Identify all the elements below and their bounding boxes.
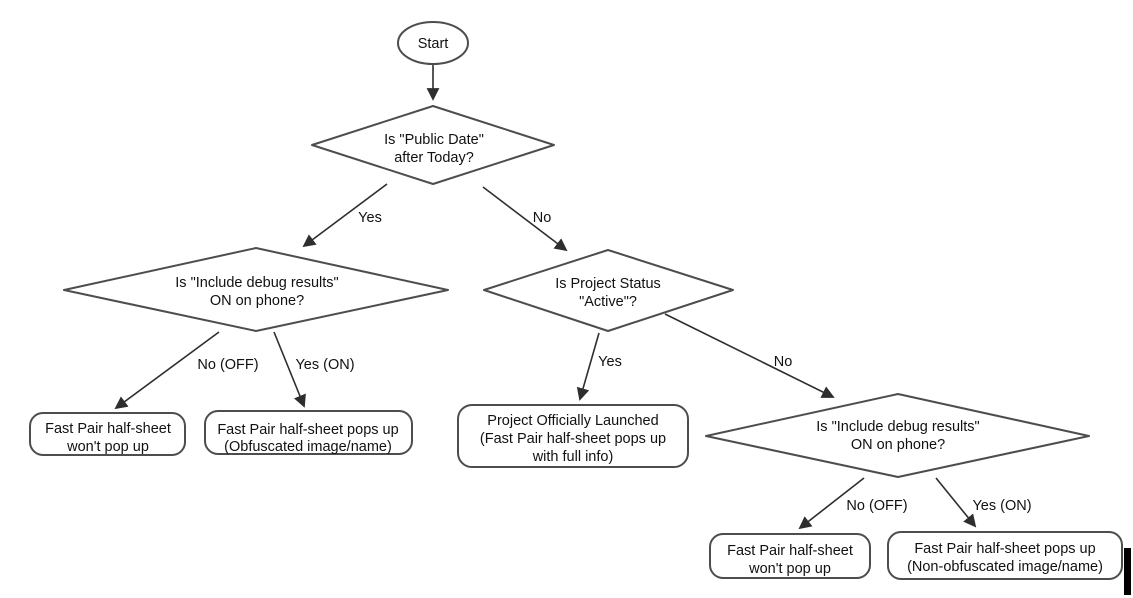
edge-status-no bbox=[664, 313, 835, 398]
node-decision-project-status: Is Project Status "Active"? bbox=[483, 249, 734, 332]
edge-label-yes-on: Yes (ON) bbox=[972, 498, 1031, 514]
decision-label-line2: ON on phone? bbox=[210, 293, 304, 309]
result-box bbox=[887, 531, 1123, 580]
edge-debug-right-no bbox=[798, 477, 865, 530]
decision-label-line2: after Today? bbox=[394, 150, 474, 166]
result-label-line2: (Non-obfuscated image/name) bbox=[907, 559, 1103, 575]
result-label-line2: (Obfuscated image/name) bbox=[224, 439, 392, 455]
edge-label-no: No bbox=[774, 354, 793, 370]
edge-label-no-off: No (OFF) bbox=[197, 357, 258, 373]
node-result-launched: Project Officially Launched (Fast Pair h… bbox=[457, 404, 689, 468]
result-label-line2: won't pop up bbox=[66, 439, 149, 455]
result-label-line1: Fast Pair half-sheet bbox=[45, 421, 171, 437]
node-result-wont-popup-left: Fast Pair half-sheet won't pop up bbox=[29, 412, 186, 456]
edge-label-yes: Yes bbox=[598, 354, 622, 370]
decision-diamond bbox=[63, 247, 449, 332]
result-box bbox=[709, 533, 871, 579]
result-box bbox=[457, 404, 689, 468]
result-label-line1: Project Officially Launched bbox=[487, 413, 658, 429]
result-label-line2: (Fast Pair half-sheet pops up bbox=[480, 431, 666, 447]
node-start: Start bbox=[397, 21, 469, 65]
decision-label-line1: Is "Include debug results" bbox=[816, 419, 979, 435]
node-decision-public-date: Is "Public Date" after Today? bbox=[311, 105, 555, 185]
edge-label-no: No bbox=[533, 210, 552, 226]
edge-debug-left-no bbox=[114, 331, 220, 410]
result-label-line1: Fast Pair half-sheet bbox=[727, 543, 853, 559]
edge-debug-right-yes bbox=[935, 477, 977, 528]
decision-diamond bbox=[311, 105, 555, 185]
decision-label-line1: Is Project Status bbox=[555, 276, 661, 292]
decision-label-line1: Is "Include debug results" bbox=[175, 275, 338, 291]
edge-label-yes-on: Yes (ON) bbox=[295, 357, 354, 373]
edge-public-date-yes bbox=[302, 183, 388, 248]
decision-diamond bbox=[483, 249, 734, 332]
result-label-line2: won't pop up bbox=[748, 561, 831, 577]
start-label: Start bbox=[418, 36, 449, 52]
node-decision-debug-right: Is "Include debug results" ON on phone? bbox=[705, 393, 1090, 478]
edge-label-no-off: No (OFF) bbox=[846, 498, 907, 514]
result-box bbox=[29, 412, 186, 456]
result-label-line1: Fast Pair half-sheet pops up bbox=[217, 422, 398, 438]
edge-status-yes bbox=[576, 332, 600, 401]
edge-label-yes: Yes bbox=[358, 210, 382, 226]
result-label-line1: Fast Pair half-sheet pops up bbox=[914, 541, 1095, 557]
result-box bbox=[204, 410, 413, 455]
decision-label-line1: Is "Public Date" bbox=[384, 132, 484, 148]
decision-label-line2: "Active"? bbox=[579, 294, 637, 310]
start-ellipse bbox=[397, 21, 469, 65]
node-decision-debug-left: Is "Include debug results" ON on phone? bbox=[63, 247, 449, 332]
text-cursor-bar bbox=[1124, 548, 1131, 595]
node-result-obfuscated: Fast Pair half-sheet pops up (Obfuscated… bbox=[204, 410, 413, 455]
edge-debug-left-yes bbox=[273, 331, 306, 408]
edge-public-date-no bbox=[482, 186, 568, 252]
node-result-wont-popup-right: Fast Pair half-sheet won't pop up bbox=[709, 533, 871, 579]
decision-diamond bbox=[705, 393, 1090, 478]
node-result-non-obfuscated: Fast Pair half-sheet pops up (Non-obfusc… bbox=[887, 531, 1123, 580]
result-label-line3: with full info) bbox=[532, 449, 614, 465]
decision-label-line2: ON on phone? bbox=[851, 437, 945, 453]
